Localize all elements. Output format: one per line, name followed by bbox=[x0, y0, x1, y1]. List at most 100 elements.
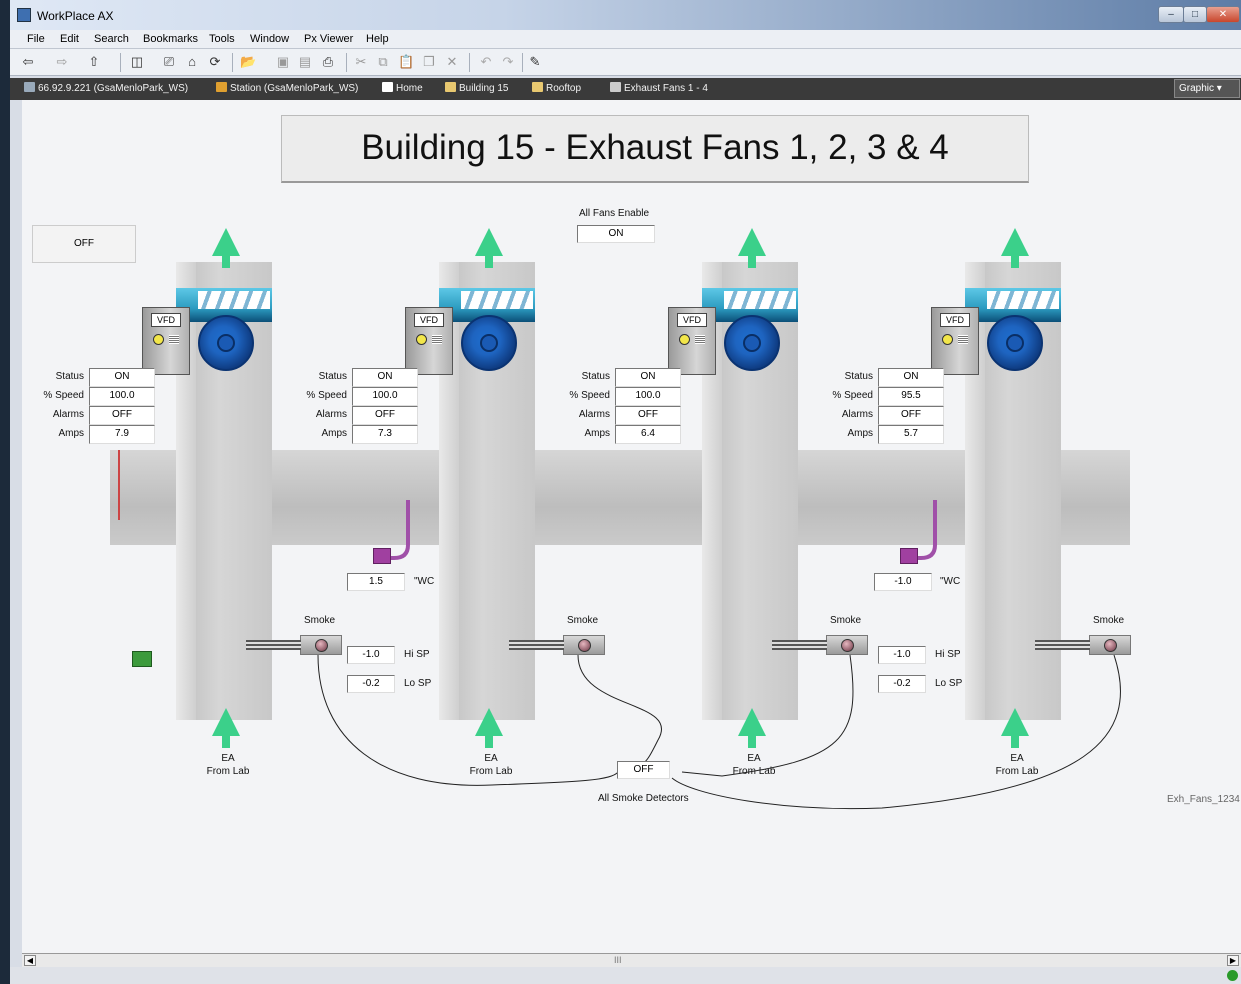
home-icon[interactable]: ⌂ bbox=[188, 54, 196, 69]
menu-help[interactable]: Help bbox=[366, 33, 389, 45]
fan-2-vfd[interactable]: VFD bbox=[405, 307, 453, 375]
lo-sp-right[interactable]: -0.2 bbox=[878, 675, 926, 693]
minimize-button[interactable]: – bbox=[1158, 6, 1184, 23]
maximize-button[interactable]: □ bbox=[1183, 6, 1207, 23]
save-all-icon[interactable]: ▤ bbox=[298, 54, 312, 69]
fan-4-vfd[interactable]: VFD bbox=[931, 307, 979, 375]
delete-icon[interactable]: ✕ bbox=[446, 54, 458, 69]
static-pressure-left[interactable]: 1.5 bbox=[347, 573, 405, 591]
fan-1-speed-value[interactable]: 100.0 bbox=[89, 387, 155, 406]
title-bar: WorkPlace AX – □ ✕ bbox=[10, 0, 1241, 30]
forward-icon[interactable]: ⇨ bbox=[56, 54, 68, 69]
fan-4-speed-value[interactable]: 95.5 bbox=[878, 387, 944, 406]
toolbar: ⇦ ⇨ ⇧ ◫ ⎚ ⌂ ⟳ 📂 ▣ ▤ ⎙ ✂ ⧉ 📋 ❐ ✕ ↶ ↷ ✎ bbox=[10, 49, 1241, 76]
fan-1-duct-edge bbox=[176, 262, 196, 720]
damper-actuator-icon[interactable] bbox=[132, 651, 152, 667]
paste-icon[interactable]: 📋 bbox=[398, 54, 415, 69]
fan-3-wheel-icon[interactable] bbox=[724, 315, 780, 371]
fan-2-alarms-value[interactable]: OFF bbox=[352, 406, 418, 425]
fan-1-alarms-value[interactable]: OFF bbox=[89, 406, 155, 425]
copy-icon[interactable]: ⧉ bbox=[378, 54, 388, 69]
crumb-home[interactable]: Home bbox=[382, 82, 423, 94]
menu-window[interactable]: Window bbox=[250, 33, 290, 45]
crumb-host[interactable]: 66.92.9.221 (GsaMenloPark_WS) bbox=[24, 82, 188, 94]
fan-3-vfd-led-icon bbox=[679, 334, 690, 345]
system-status-display[interactable]: OFF bbox=[32, 225, 136, 263]
fan-3-amps-label: Amps bbox=[584, 428, 610, 439]
pressure-sensor-right bbox=[900, 548, 918, 564]
fan-3-vfd-grill bbox=[695, 335, 705, 344]
fan-2-amps-value[interactable]: 7.3 bbox=[352, 425, 418, 444]
view-selector[interactable]: Graphic ▾ bbox=[1174, 79, 1240, 98]
fan-3-speed-value[interactable]: 100.0 bbox=[615, 387, 681, 406]
hi-sp-left[interactable]: -1.0 bbox=[347, 646, 395, 664]
fan-4-amps-value[interactable]: 5.7 bbox=[878, 425, 944, 444]
menu-edit[interactable]: Edit bbox=[60, 33, 79, 45]
redo-icon[interactable]: ↷ bbox=[502, 54, 514, 69]
scroll-left-icon[interactable]: ◀ bbox=[24, 955, 36, 966]
edit-graphic-icon[interactable]: ✎ bbox=[529, 54, 541, 69]
fan-1-amps-label: Amps bbox=[58, 428, 84, 439]
fan-3-status-value[interactable]: ON bbox=[615, 368, 681, 387]
hi-sp-right[interactable]: -1.0 bbox=[878, 646, 926, 664]
side-bar-icon[interactable]: ◫ bbox=[130, 54, 144, 69]
export-icon[interactable]: ⎙ bbox=[322, 54, 334, 69]
menu-px-viewer[interactable]: Px Viewer bbox=[304, 33, 354, 45]
all-smoke-detectors-value[interactable]: OFF bbox=[617, 761, 670, 779]
menu-search[interactable]: Search bbox=[94, 33, 129, 45]
crumb-station[interactable]: Station (GsaMenloPark_WS) bbox=[216, 82, 358, 94]
fan-3-smoke-sample-tube bbox=[772, 640, 827, 650]
crumb-exhaust-fans[interactable]: Exhaust Fans 1 - 4 bbox=[610, 82, 708, 94]
fan-4-status-value[interactable]: ON bbox=[878, 368, 944, 387]
fan-3-vfd[interactable]: VFD bbox=[668, 307, 716, 375]
fan-3-ea-label: EA bbox=[747, 753, 761, 764]
refresh-icon[interactable]: ⟳ bbox=[209, 54, 221, 69]
up-level-icon[interactable]: ⇧ bbox=[88, 54, 100, 69]
smoke-wire-4 bbox=[671, 654, 1121, 810]
fan-4-alarms-label: Alarms bbox=[841, 409, 873, 420]
menu-bookmarks[interactable]: Bookmarks bbox=[143, 33, 199, 45]
save-icon[interactable]: ▣ bbox=[276, 54, 290, 69]
crumb-building-15[interactable]: Building 15 bbox=[445, 82, 508, 94]
fan-3-alarms-value[interactable]: OFF bbox=[615, 406, 681, 425]
lo-sp-label-left: Lo SP bbox=[404, 678, 432, 689]
fan-1-vfd[interactable]: VFD bbox=[142, 307, 190, 375]
fan-1-wheel-icon[interactable] bbox=[198, 315, 254, 371]
fan-3-amps-value[interactable]: 6.4 bbox=[615, 425, 681, 444]
fan-4-discharge-arrow-stem bbox=[1011, 256, 1019, 268]
menu-tools[interactable]: Tools bbox=[209, 33, 235, 45]
fan-3-smoke-detector[interactable] bbox=[772, 635, 868, 655]
fan-4-wheel-icon[interactable] bbox=[987, 315, 1043, 371]
fan-3-speed-label: % Speed bbox=[569, 390, 610, 401]
static-pressure-right[interactable]: -1.0 bbox=[874, 573, 932, 591]
fan-3-hood bbox=[702, 288, 798, 322]
menu-file[interactable]: File bbox=[27, 33, 45, 45]
fan-1-amps-value[interactable]: 7.9 bbox=[89, 425, 155, 444]
fan-1-louver bbox=[198, 291, 270, 309]
fan-2-status-value[interactable]: ON bbox=[352, 368, 418, 387]
all-fans-enable-value[interactable]: ON bbox=[577, 225, 655, 243]
fan-1-ea-label: EA bbox=[221, 753, 235, 764]
fan-4-smoke-detector[interactable] bbox=[1035, 635, 1131, 655]
lo-sp-left[interactable]: -0.2 bbox=[347, 675, 395, 693]
fan-1-status-value[interactable]: ON bbox=[89, 368, 155, 387]
cut-icon[interactable]: ✂ bbox=[355, 54, 367, 69]
open-folder-icon[interactable]: 📂 bbox=[240, 54, 257, 69]
back-icon[interactable]: ⇦ bbox=[22, 54, 34, 69]
fan-3-ea-arrow-icon bbox=[738, 708, 766, 736]
console-icon[interactable]: ⎚ bbox=[163, 54, 175, 69]
duplicate-icon[interactable]: ❐ bbox=[423, 54, 435, 69]
fan-2-smoke-detector[interactable] bbox=[509, 635, 605, 655]
horizontal-scrollbar[interactable]: ◀ III ▶ bbox=[22, 953, 1241, 967]
fan-1-smoke-detector[interactable] bbox=[246, 635, 342, 655]
scroll-right-icon[interactable]: ▶ bbox=[1227, 955, 1239, 966]
fan-4-alarms-value[interactable]: OFF bbox=[878, 406, 944, 425]
close-button[interactable]: ✕ bbox=[1206, 6, 1240, 23]
smoke-wire-3 bbox=[681, 654, 854, 777]
fan-1-vfd-led-icon bbox=[153, 334, 164, 345]
fan-1-ea-from-label: From Lab bbox=[206, 766, 250, 777]
fan-2-speed-value[interactable]: 100.0 bbox=[352, 387, 418, 406]
undo-icon[interactable]: ↶ bbox=[480, 54, 492, 69]
crumb-rooftop[interactable]: Rooftop bbox=[532, 82, 581, 94]
fan-2-wheel-icon[interactable] bbox=[461, 315, 517, 371]
